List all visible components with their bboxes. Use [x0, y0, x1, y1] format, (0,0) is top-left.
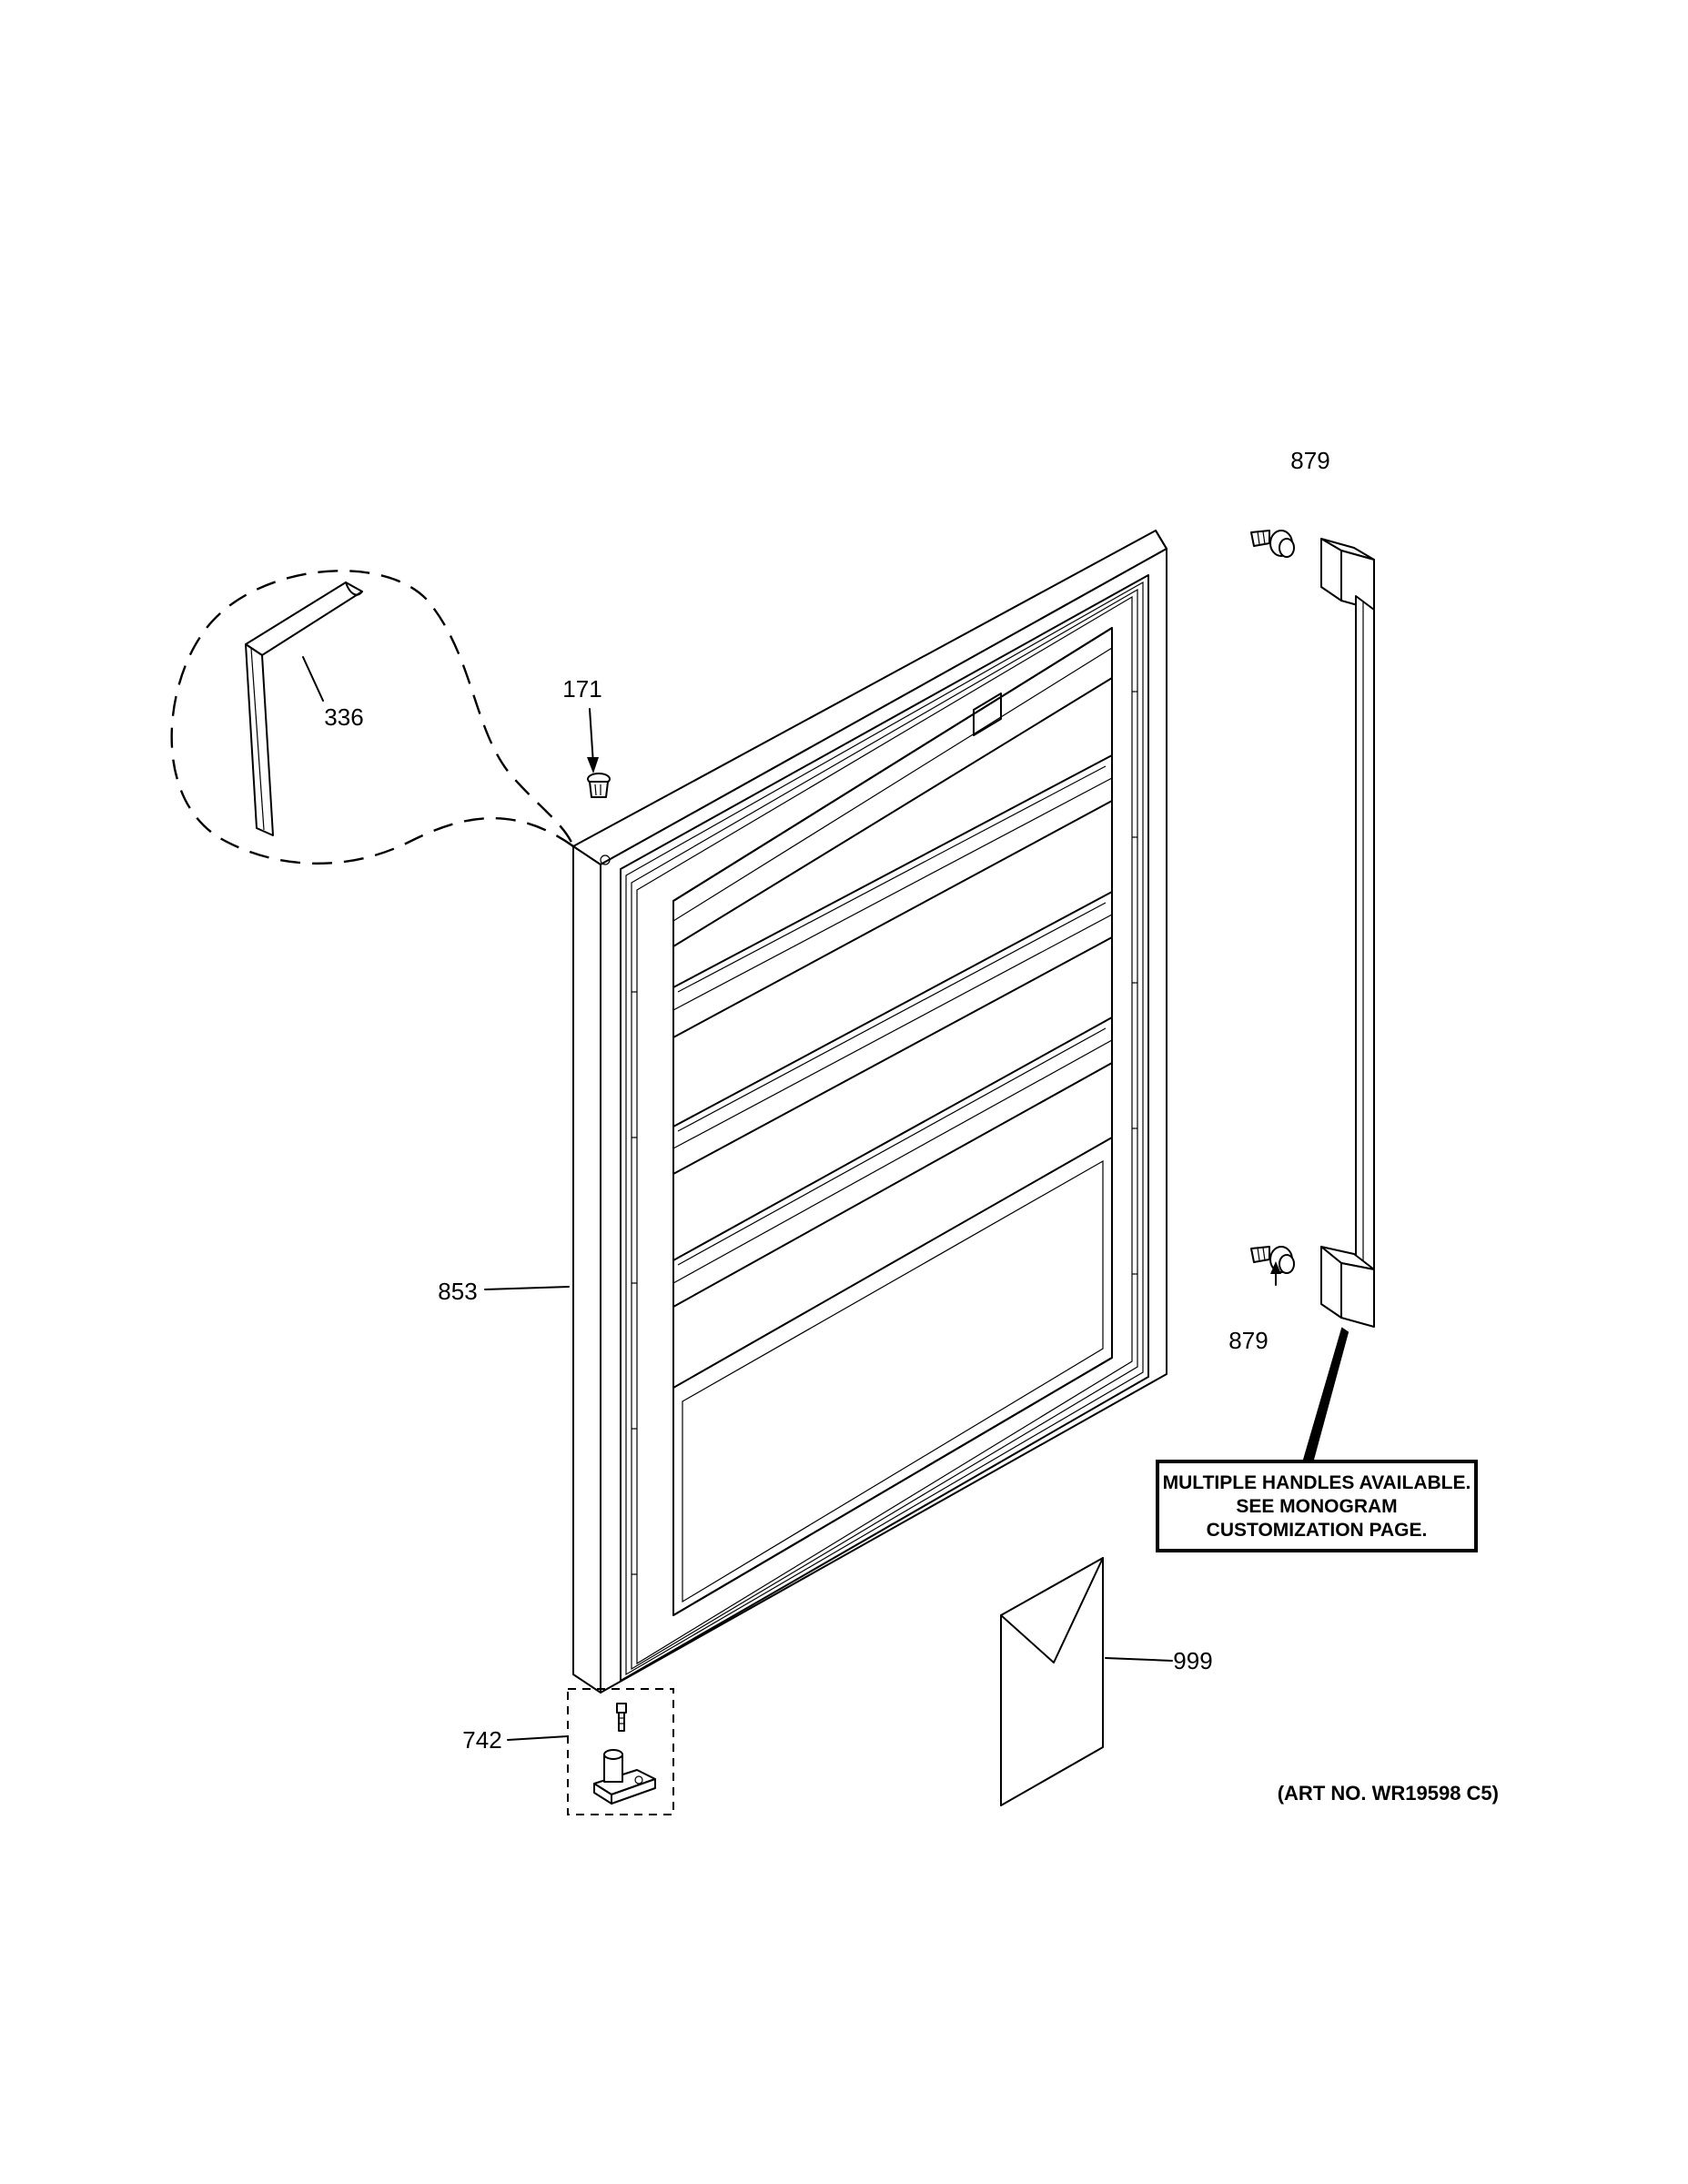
callout-879-bottom: 879 — [1228, 1327, 1268, 1354]
handles-note: MULTIPLE HANDLES AVAILABLE. SEE MONOGRAM… — [1156, 1460, 1478, 1552]
handle-screw-top — [1250, 530, 1295, 558]
hinge-kit — [567, 1688, 674, 1815]
door-handle — [1302, 538, 1375, 1461]
gasket-detail — [170, 570, 575, 865]
callout-labels: 879 171 336 853 879 742 999 — [324, 447, 1329, 1754]
callout-853: 853 — [438, 1278, 477, 1305]
door-plug — [587, 773, 611, 798]
leader-lines — [302, 656, 1277, 1741]
note-line-3: CUSTOMIZATION PAGE. — [1207, 1520, 1428, 1541]
note-line-1: MULTIPLE HANDLES AVAILABLE. — [1163, 1472, 1471, 1493]
literature-envelope — [1000, 1557, 1104, 1806]
callout-879-top: 879 — [1290, 447, 1329, 474]
art-number: (ART NO. WR19598 C5) — [1278, 1782, 1499, 1805]
callout-171: 171 — [562, 675, 601, 703]
callout-336: 336 — [324, 703, 363, 731]
callout-742: 742 — [462, 1726, 501, 1754]
leader-arrowheads — [587, 757, 1281, 1274]
callout-999: 999 — [1173, 1647, 1212, 1674]
door-assembly — [572, 530, 1167, 1694]
note-line-2: SEE MONOGRAM — [1236, 1496, 1397, 1517]
